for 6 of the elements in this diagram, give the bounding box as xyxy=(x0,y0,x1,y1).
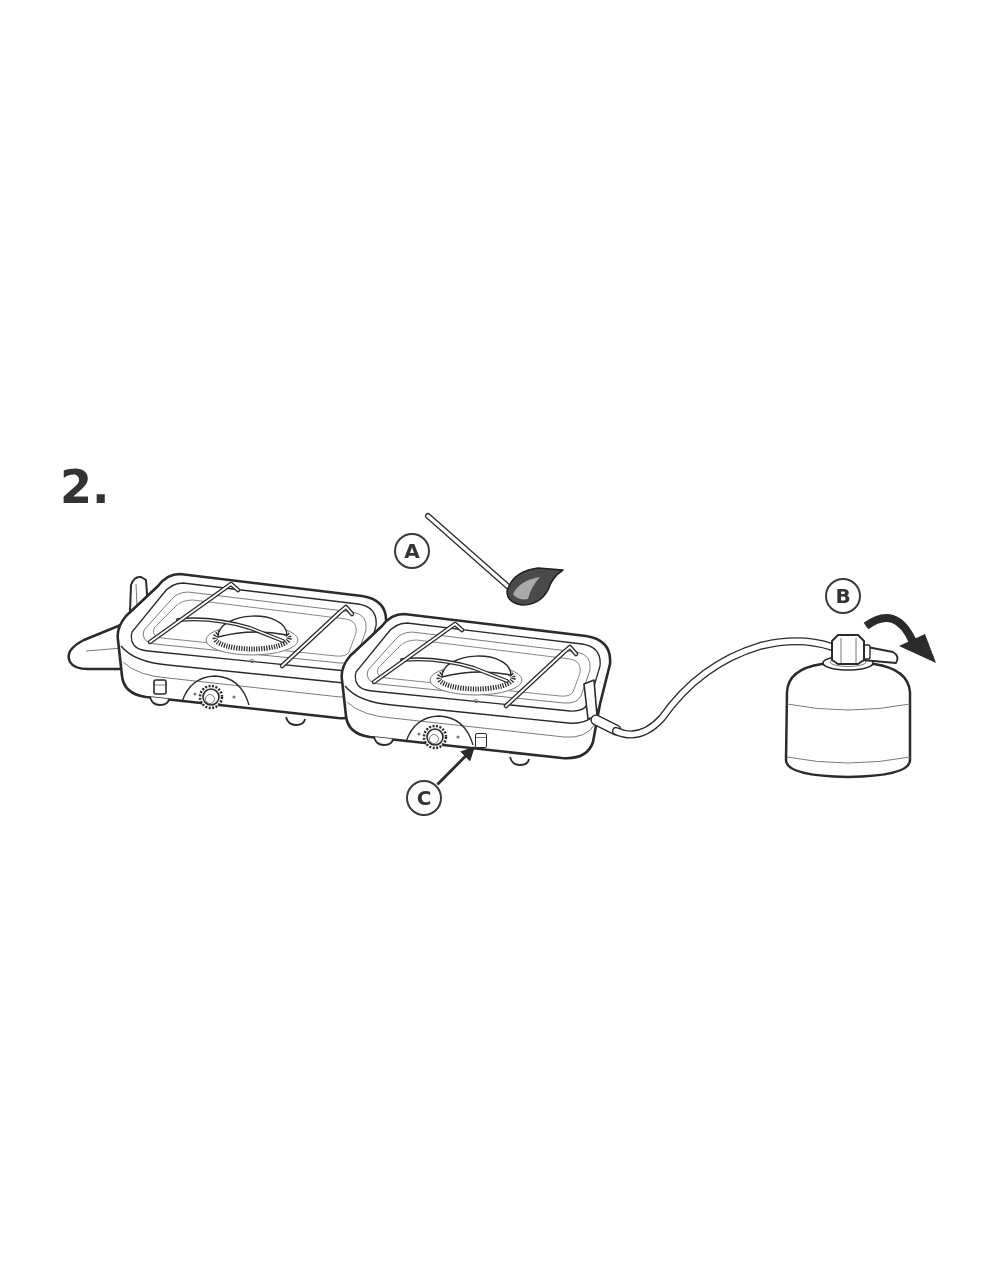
callout-letter: C xyxy=(406,780,442,816)
callout-letter: B xyxy=(825,578,861,614)
ignition-button xyxy=(475,733,487,748)
leader-arrow xyxy=(436,746,475,786)
step-number: 2. xyxy=(60,464,110,510)
callout-letter: A xyxy=(394,533,430,569)
